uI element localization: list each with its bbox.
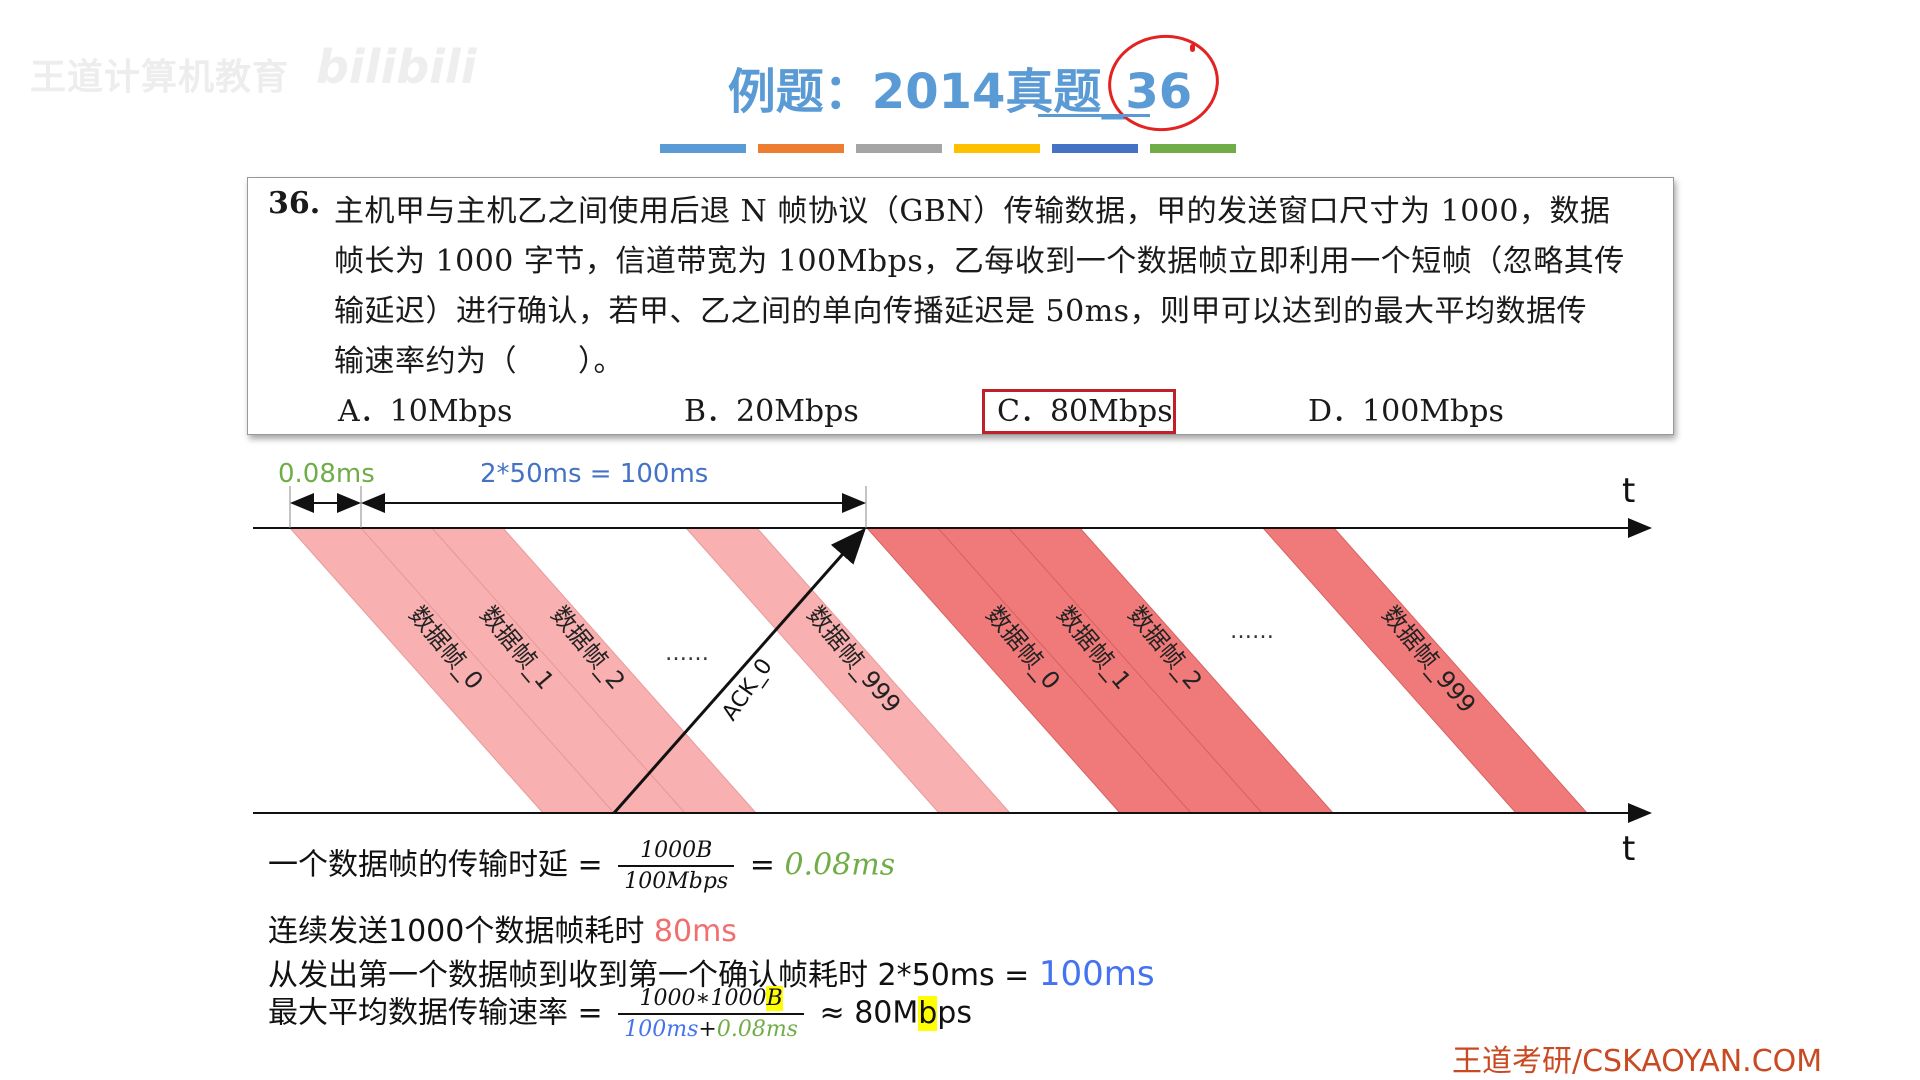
- axis-label-bottom: t: [1622, 829, 1635, 869]
- formula-3-result: 100ms: [1038, 954, 1155, 994]
- formula-1-numerator: 1000B: [618, 838, 735, 867]
- formula-4-den-b: 0.08ms: [716, 1017, 798, 1042]
- option-b: B．20Mbps: [684, 394, 859, 429]
- formula-4-num-value: 1000∗1000: [639, 986, 767, 1011]
- axis-label-top: t: [1622, 471, 1635, 511]
- formula-1: 一个数据帧的传输时延 = 1000B 100Mbps = 0.08ms: [268, 838, 895, 894]
- color-bar-gray: [856, 144, 942, 153]
- formula-4-den-plus: +: [698, 1017, 717, 1042]
- ack-arrow: [612, 527, 866, 814]
- color-bar-yellow: [954, 144, 1040, 153]
- formula-4: 最大平均数据传输速率 = 1000∗1000B 100ms+0.08ms ≈ 8…: [268, 986, 972, 1042]
- color-bar-blue: [660, 144, 746, 153]
- dim-label-2: 2*50ms = 100ms: [480, 459, 708, 489]
- formula-4-den-a: 100ms: [624, 1017, 699, 1042]
- question-line-3: 输延迟）进行确认，若甲、乙之间的单向传播延迟是 50ms，则甲可以达到的最大平均…: [334, 294, 1588, 329]
- formula-4-result-c: ps: [937, 995, 972, 1031]
- formula-4-label: 最大平均数据传输速率 =: [268, 995, 603, 1031]
- question-line-4: 输速率约为（ ）。: [334, 344, 624, 379]
- dim-label-1: 0.08ms: [278, 459, 375, 489]
- formula-4-denominator: 100ms+0.08ms: [618, 1015, 804, 1042]
- question-box: 36. 主机甲与主机乙之间使用后退 N 帧协议（GBN）传输数据，甲的发送窗口尺…: [247, 177, 1674, 435]
- option-c-highlight-box: [982, 389, 1176, 434]
- ellipsis-2: ……: [1230, 619, 1274, 644]
- formula-4-numerator: 1000∗1000B: [618, 986, 804, 1015]
- question-number: 36.: [268, 186, 321, 221]
- question-line-2: 帧长为 1000 字节，信道带宽为 100Mbps，乙每收到一个数据帧立即利用一…: [334, 244, 1625, 279]
- formula-2: 连续发送1000个数据帧耗时 80ms: [268, 906, 737, 950]
- formula-1-denominator: 100Mbps: [624, 869, 729, 894]
- color-bars: [660, 144, 1236, 153]
- formula-4-num-unit: B: [766, 986, 783, 1011]
- formula-3: 从发出第一个数据帧到收到第一个确认帧耗时 2*50ms = 100ms: [268, 950, 1155, 994]
- watermark-logo: 王道计算机教育: [30, 57, 290, 98]
- option-a: A．10Mbps: [338, 394, 513, 429]
- formula-1-label: 一个数据帧的传输时延 =: [268, 847, 603, 883]
- formula-2-result: 80ms: [653, 914, 737, 949]
- color-bar-orange: [758, 144, 844, 153]
- formula-1-fraction: 1000B 100Mbps: [618, 838, 735, 894]
- option-c: C．80Mbps: [997, 394, 1173, 429]
- ack-label: ACK_0: [717, 654, 777, 725]
- formula-4-result-b: b: [918, 995, 938, 1031]
- bilibili-watermark: bilibili: [316, 40, 477, 94]
- formula-1-equals: =: [749, 847, 775, 883]
- annotation-tick: [1190, 44, 1195, 52]
- formula-4-fraction: 1000∗1000B 100ms+0.08ms: [618, 986, 804, 1042]
- color-bar-navy: [1052, 144, 1138, 153]
- formula-2-label: 连续发送1000个数据帧耗时: [268, 914, 645, 949]
- formula-4-result-a: ≈ 80M: [819, 995, 919, 1031]
- ellipsis-1: ……: [665, 641, 709, 666]
- color-bar-green: [1150, 144, 1236, 153]
- option-d: D．100Mbps: [1308, 394, 1504, 429]
- question-line-1: 主机甲与主机乙之间使用后退 N 帧协议（GBN）传输数据，甲的发送窗口尺寸为 1…: [334, 194, 1611, 229]
- brand-footer: 王道考研/CSKAOYAN.COM: [1452, 1044, 1823, 1079]
- formula-3-label: 从发出第一个数据帧到收到第一个确认帧耗时 2*50ms =: [268, 958, 1030, 993]
- title-underline: [1038, 114, 1150, 117]
- formula-1-result: 0.08ms: [784, 847, 896, 883]
- slide-title: 例题：2014真题_36: [727, 64, 1193, 120]
